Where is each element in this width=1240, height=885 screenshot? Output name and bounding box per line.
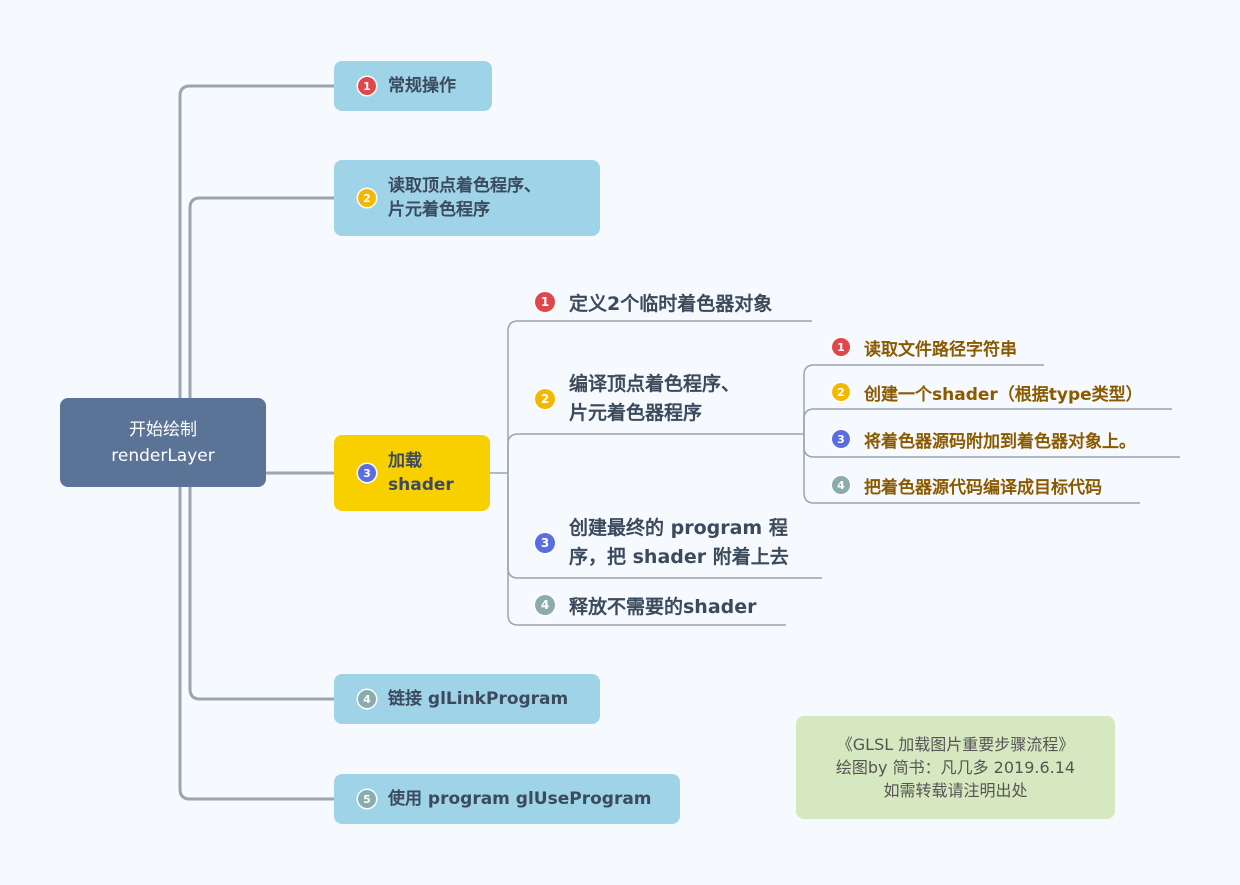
compile-step-1[interactable]: 1 读取文件路径字符串 [832,334,1017,360]
number-4-icon: 4 [832,476,850,494]
number-2-icon: 2 [832,383,850,401]
shader-step-label-line2: 片元着色器程序 [569,402,703,424]
shader-step-label: 编译顶点着色程序、 [569,373,741,395]
step-node-3[interactable]: 3 加载 shader [334,435,490,511]
step-node-1[interactable]: 1 常规操作 [334,61,492,111]
root-node[interactable]: 开始绘制 renderLayer [60,398,266,487]
compile-step-label: 创建一个shader（根据type类型） [864,384,1143,405]
note-copyright: 如需转载请注明出处 [883,781,1028,800]
number-1-icon: 1 [535,292,555,312]
compile-step-label: 把着色器源代码编译成目标代码 [864,477,1102,498]
step-label: 读取顶点着色程序、 [388,176,541,196]
shader-step-3[interactable]: 3 创建最终的 program 程 序，把 shader 附着上去 [535,514,789,572]
step-node-2[interactable]: 2 读取顶点着色程序、 片元着色程序 [334,160,600,236]
step-label: 链接 glLinkProgram [388,689,569,709]
step-node-4[interactable]: 4 链接 glLinkProgram [334,674,600,724]
compile-step-label: 读取文件路径字符串 [864,339,1017,360]
number-2-icon: 2 [535,389,555,409]
compile-step-4[interactable]: 4 把着色器源代码编译成目标代码 [832,472,1102,498]
shader-step-label-line2: 序，把 shader 附着上去 [569,546,789,568]
note-author: 绘图by 简书：凡几多 2019.6.14 [835,758,1076,777]
number-4-icon: 4 [535,595,555,615]
number-1-icon: 1 [358,77,376,95]
shader-step-1[interactable]: 1 定义2个临时着色器对象 [535,287,772,317]
step-label: 使用 program glUseProgram [388,789,652,809]
shader-step-label: 创建最终的 program 程 [569,517,788,539]
root-title: 开始绘制 [129,419,197,440]
number-5-icon: 5 [358,790,376,808]
compile-step-3[interactable]: 3 将着色器源码附加到着色器对象上。 [832,426,1136,452]
shader-step-label: 释放不需要的shader [569,595,757,618]
compile-step-label: 将着色器源码附加到着色器对象上。 [864,431,1136,452]
step-label: 加载 [388,451,422,471]
shader-step-2[interactable]: 2 编译顶点着色程序、 片元着色器程序 [535,370,740,428]
step-node-5[interactable]: 5 使用 program glUseProgram [334,774,680,824]
note-title: 《GLSL 加载图片重要步骤流程》 [836,735,1075,754]
credit-note: 《GLSL 加载图片重要步骤流程》 绘图by 简书：凡几多 2019.6.14 … [796,716,1115,819]
number-3-icon: 3 [358,464,376,482]
root-subtitle: renderLayer [111,445,215,466]
shader-step-label: 定义2个临时着色器对象 [569,292,773,315]
number-1-icon: 1 [832,338,850,356]
number-3-icon: 3 [832,430,850,448]
shader-step-4[interactable]: 4 释放不需要的shader [535,590,757,620]
number-4-icon: 4 [358,690,376,708]
step-label-line2: shader [388,475,454,495]
number-2-icon: 2 [358,189,376,207]
number-3-icon: 3 [535,533,555,553]
step-label: 常规操作 [388,76,456,96]
step-label-line2: 片元着色程序 [388,200,490,220]
compile-step-2[interactable]: 2 创建一个shader（根据type类型） [832,379,1143,405]
